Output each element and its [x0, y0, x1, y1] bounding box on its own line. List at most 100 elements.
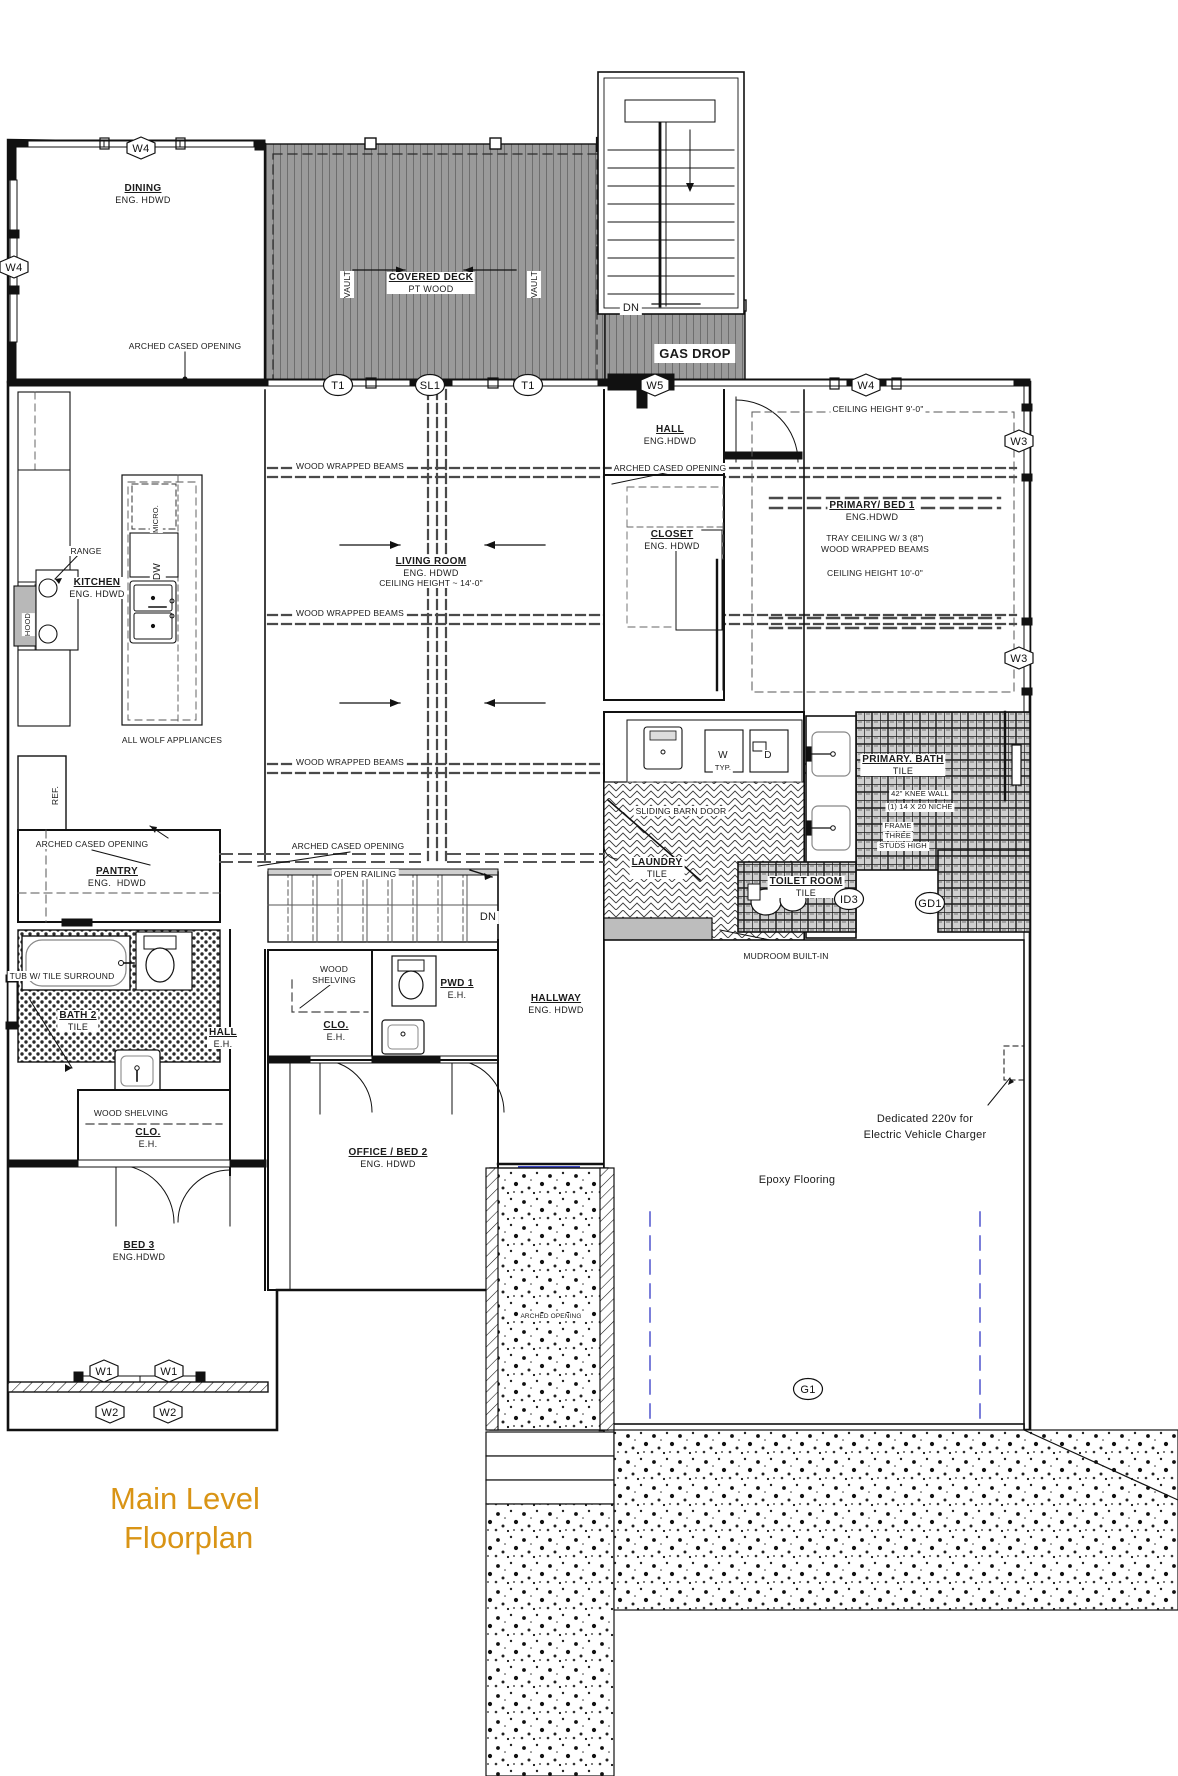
room-finish: ENG.HDWD — [110, 1251, 168, 1263]
annotation-arch-opening: ARCHED OPENING — [518, 1313, 584, 1321]
annotation-arch-pantry: ARCHED CASED OPENING — [33, 839, 151, 850]
tag-w4-left: W4 — [0, 255, 31, 279]
annotation-wolf: ALL WOLF APPLIANCES — [119, 735, 225, 746]
annotation-washer: W — [716, 750, 730, 762]
tag-label: SL1 — [420, 380, 441, 392]
tag-t1-right: T1 — [511, 373, 545, 397]
tag-w1-b: W1 — [152, 1359, 186, 1383]
annotation-wood-shelv-1: WOOD SHELVING — [91, 1108, 171, 1119]
room-finish: ENG.HDWD — [641, 435, 699, 447]
annotation-frame3: STUDS HIGH — [877, 841, 929, 851]
room-name: COVERED DECK — [386, 272, 476, 284]
room-name: DINING — [113, 183, 173, 195]
room-finish: TILE — [57, 1021, 99, 1033]
room-finish: TILE — [629, 868, 685, 880]
tag-gd1: GD1 — [913, 891, 947, 915]
room-name: CLOSET — [642, 529, 702, 541]
title-line-1: Main Level — [110, 1481, 260, 1516]
tag-label: G1 — [800, 1384, 815, 1396]
annotation-mudroom: MUDROOM BUILT-IN — [741, 951, 831, 962]
annotation-beam2: WOOD WRAPPED BEAMS — [294, 608, 406, 619]
tag-label: W2 — [101, 1407, 118, 1419]
tag-g1: G1 — [791, 1377, 825, 1401]
annotation-dn-int: DN — [476, 911, 500, 924]
annotation-washer-typ: TYP. — [712, 763, 734, 773]
room-name: TOILET ROOM — [767, 876, 845, 888]
room-name: HALL — [641, 424, 699, 436]
tag-label: W2 — [159, 1407, 176, 1419]
annotation-epoxy: Epoxy Flooring — [756, 1174, 838, 1187]
room-finish: E.H. — [438, 989, 476, 1001]
tag-label: W4 — [857, 380, 874, 392]
annotation-gas-drop: GAS DROP — [654, 344, 736, 364]
room-finish: ENG. HDWD — [67, 588, 127, 600]
room-name: PWD 1 — [438, 978, 476, 990]
room-finish: ENG. HDWD — [113, 194, 173, 206]
annotation-arch-hall: ARCHED CASED OPENING — [611, 463, 729, 474]
room-finish: ENG. HDWD — [526, 1004, 586, 1016]
room-finish: E.H. — [207, 1038, 239, 1050]
annotation-ev1: Dedicated 220v for — [874, 1113, 976, 1126]
room-name: LAUNDRY — [629, 857, 685, 869]
annotation-range: RANGE — [68, 546, 104, 557]
annotation-tray2: WOOD WRAPPED BEAMS — [819, 544, 931, 555]
annotation-dw: DW — [150, 563, 166, 581]
tag-w4-right: W4 — [849, 373, 883, 397]
tag-label: W1 — [95, 1366, 112, 1378]
annotation-ch10: CEILING HEIGHT 10'-0" — [825, 568, 925, 579]
room-name: HALL — [207, 1027, 239, 1039]
room-name: BED 3 — [110, 1240, 168, 1252]
tag-label: W1 — [160, 1366, 177, 1378]
annotation-dn-ext: DN — [619, 302, 643, 315]
room-name: CLO. — [321, 1020, 351, 1032]
room-finish: E.H. — [321, 1031, 351, 1043]
annotation-open-railing: OPEN RAILING — [331, 869, 399, 880]
annotation-hood: HOOD — [22, 613, 35, 637]
annotation-ev2: Electric Vehicle Charger — [861, 1129, 989, 1142]
annotation-dryer: D — [762, 750, 774, 762]
tag-w4-top: W4 — [124, 136, 158, 160]
annotation-barn-door: SLIDING BARN DOOR — [633, 806, 729, 817]
room-finish: TILE — [860, 765, 946, 777]
room-name: PRIMARY. BATH — [860, 754, 946, 766]
annotation-arch-dining: ARCHED CASED OPENING — [126, 341, 244, 352]
annotation-frame2: THREE — [882, 831, 914, 841]
tag-label: W3 — [1010, 653, 1027, 665]
annotation-ref: REF. — [48, 786, 63, 806]
title-line-2: Floorplan — [124, 1519, 254, 1555]
room-name: HALLWAY — [526, 993, 586, 1005]
room-name: KITCHEN — [67, 577, 127, 589]
room-label-clo1: CLO.E.H. — [133, 1127, 163, 1150]
room-finish: ENG. HDWD — [85, 877, 149, 889]
annotation-micro: MICRO. — [150, 505, 163, 533]
annotation-niche: (1) 14 X 20 NICHE — [885, 802, 955, 812]
tag-label: W4 — [5, 262, 22, 274]
tag-label: W4 — [132, 143, 149, 155]
annotation-wood-shelv-2a: WOOD — [317, 964, 351, 975]
room-finish: TILE — [767, 887, 845, 899]
annotation-arch-livingrm: ARCHED CASED OPENING — [289, 841, 407, 852]
tag-w2-b: W2 — [151, 1400, 185, 1424]
annotation-knee: 42" KNEE WALL — [889, 789, 951, 799]
tag-label: GD1 — [918, 898, 942, 910]
annotation-tray: TRAY CEILING W/ 3 (8") — [824, 533, 926, 544]
tag-id3: ID3 — [832, 887, 866, 911]
tag-t1-left: T1 — [321, 373, 355, 397]
room-name: OFFICE / BED 2 — [346, 1147, 430, 1159]
room-label-clo2: CLO.E.H. — [321, 1020, 351, 1043]
tag-w3-upper: W3 — [1002, 429, 1036, 453]
annotation-beam1: WOOD WRAPPED BEAMS — [294, 461, 406, 472]
